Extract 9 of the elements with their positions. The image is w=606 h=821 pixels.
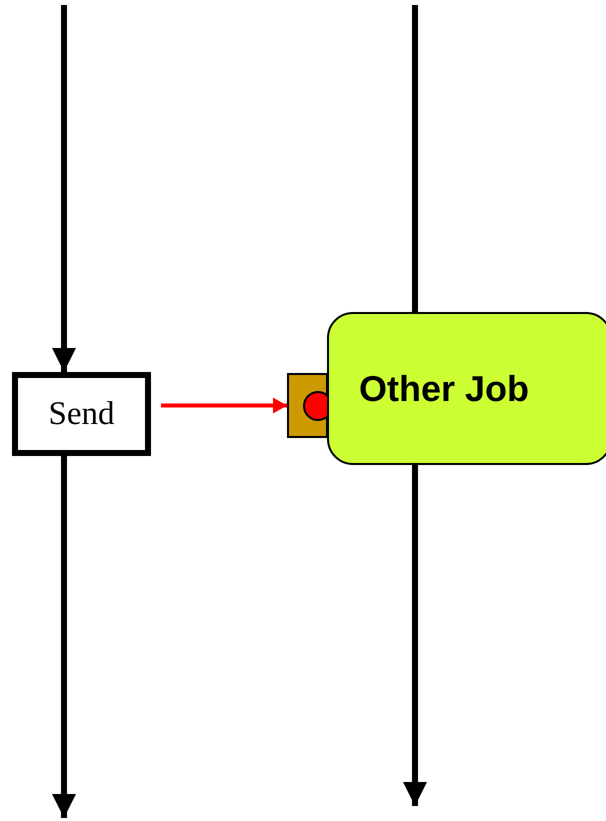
job-box [327, 312, 606, 465]
arrow [52, 456, 76, 818]
node-label: Other Job [359, 368, 530, 410]
node-label: Send [48, 396, 114, 432]
arrow [161, 398, 287, 414]
port-box [287, 373, 328, 438]
arrow [52, 5, 76, 372]
process-box [12, 372, 151, 456]
arrow [403, 465, 427, 806]
